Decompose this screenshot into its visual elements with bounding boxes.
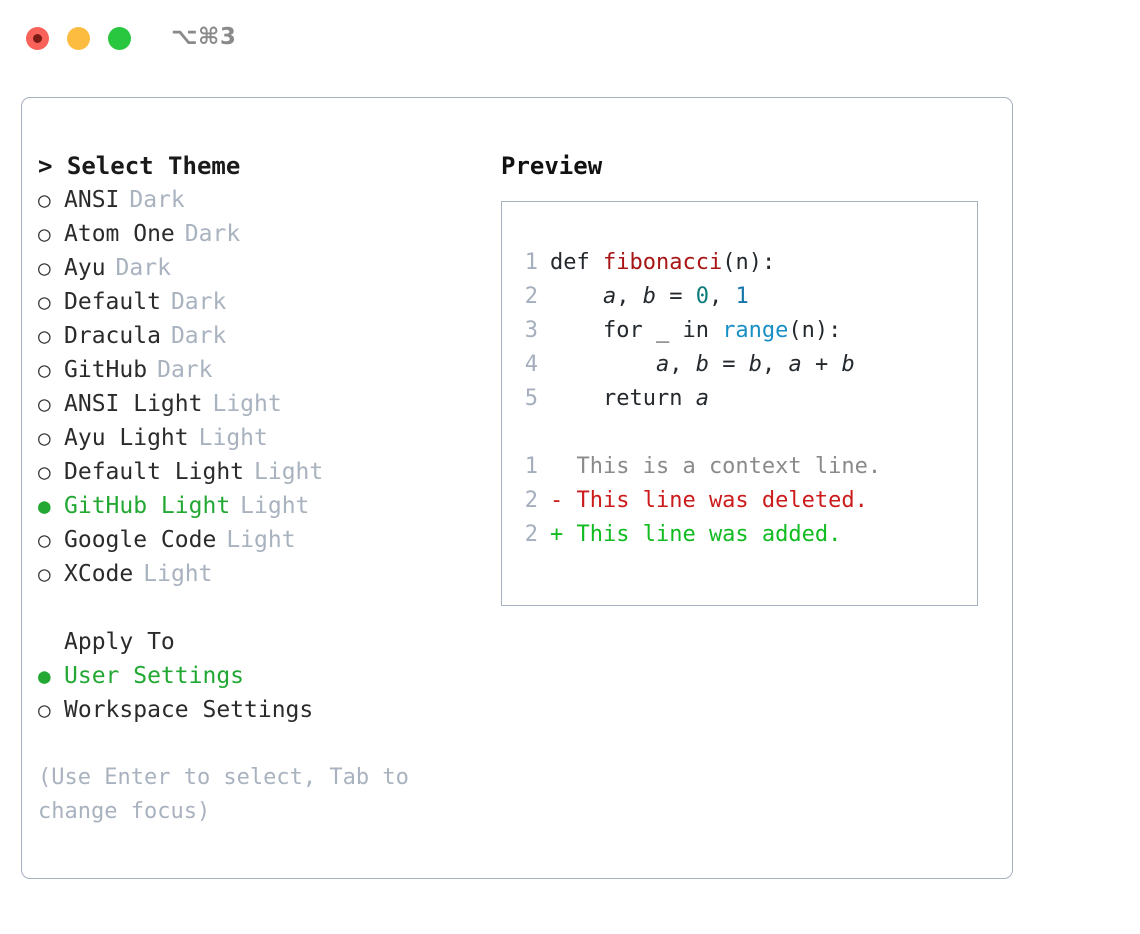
code-line: 1 def fibonacci(n): (502, 246, 977, 280)
theme-option-atom-one[interactable]: ○ Atom One Dark (38, 217, 478, 251)
line-number: 5 (524, 386, 538, 411)
line-number: 2 (524, 488, 538, 513)
theme-option-xcode[interactable]: ○ XCode Light (38, 557, 478, 591)
theme-variant-tag: Dark (115, 255, 171, 281)
theme-option-label: GitHub Light (64, 493, 231, 519)
line-number: 2 (524, 522, 538, 547)
radio-unselected-icon: ○ (38, 698, 51, 722)
theme-option-ayu-light[interactable]: ○ Ayu Light Light (38, 421, 478, 455)
theme-variant-tag: Light (143, 561, 213, 587)
line-number: 2 (524, 284, 538, 309)
theme-option-dracula[interactable]: ○ Dracula Dark (38, 319, 478, 353)
theme-option-label: Ayu (64, 255, 106, 281)
theme-variant-tag: Dark (129, 187, 185, 213)
theme-option-label: GitHub (64, 357, 148, 383)
theme-option-ansi-light[interactable]: ○ ANSI Light Light (38, 387, 478, 421)
diff-line-deleted: 2 - This line was deleted. (502, 484, 977, 518)
apply-to-option-user-settings[interactable]: ● User Settings (38, 659, 478, 693)
radio-unselected-icon: ○ (38, 256, 51, 280)
minimize-window-button[interactable] (67, 27, 90, 50)
line-number: 1 (524, 454, 538, 479)
traffic-lights (26, 27, 131, 50)
radio-unselected-icon: ○ (38, 324, 51, 348)
radio-unselected-icon: ○ (38, 188, 51, 212)
diff-line-added: 2 + This line was added. (502, 518, 977, 552)
theme-option-google-code[interactable]: ○ Google Code Light (38, 523, 478, 557)
theme-option-github[interactable]: ○ GitHub Dark (38, 353, 478, 387)
line-number: 4 (524, 352, 538, 377)
close-window-button[interactable] (26, 27, 49, 50)
theme-option-label: Ayu Light (64, 425, 189, 451)
list-gap (38, 591, 478, 625)
code-line-text: def fibonacci(n): (550, 250, 776, 275)
theme-option-label: Google Code (64, 527, 217, 553)
radio-selected-icon: ● (38, 664, 51, 688)
keyboard-hint-text: (Use Enter to select, Tab to change focu… (38, 765, 409, 824)
keyboard-shortcut-label: ⌥⌘3 (171, 24, 237, 50)
theme-option-label: Default (64, 289, 161, 315)
theme-variant-tag: Light (240, 493, 310, 519)
theme-option-label: XCode (64, 561, 134, 587)
radio-unselected-icon: ○ (38, 358, 51, 382)
code-line-text: a, b = b, a + b (655, 352, 855, 377)
theme-option-default[interactable]: ○ Default Dark (38, 285, 478, 319)
radio-unselected-icon: ○ (38, 460, 51, 484)
apply-to-option-workspace-settings[interactable]: ○ Workspace Settings (38, 693, 478, 727)
code-line-text: for _ in range(n): (550, 318, 842, 343)
apply-to-option-label: Workspace Settings (64, 697, 314, 723)
radio-unselected-icon: ○ (38, 562, 51, 586)
theme-variant-tag: Dark (184, 221, 241, 247)
code-line-text: return a (550, 386, 709, 411)
diff-sample: 1 This is a context line. 2 - This line wa… (502, 450, 977, 552)
line-number: 1 (524, 250, 538, 275)
theme-variant-tag: Dark (170, 289, 227, 315)
radio-selected-icon: ● (38, 494, 51, 518)
apply-to-option-label: User Settings (64, 663, 245, 689)
preview-title: Preview (501, 152, 603, 180)
theme-variant-tag: Dark (157, 357, 213, 383)
radio-unselected-icon: ○ (38, 392, 51, 416)
code-line: 5 return a (502, 382, 977, 416)
zoom-window-button[interactable] (108, 27, 131, 50)
code-line: 2 a, b = 0, 1 (502, 280, 977, 314)
apply-to-list: ● User Settings ○ Workspace Settings (38, 659, 478, 727)
code-diff-gap (502, 416, 977, 450)
radio-unselected-icon: ○ (38, 528, 51, 552)
theme-variant-tag: Light (226, 527, 296, 553)
apply-to-heading: Apply To (64, 629, 175, 655)
theme-variant-tag: Light (254, 459, 324, 485)
theme-option-ayu[interactable]: ○ Ayu Dark (38, 251, 478, 285)
theme-option-label: ANSI Light (64, 391, 203, 417)
theme-option-label: Default Light (64, 459, 245, 485)
line-number: 3 (524, 318, 538, 343)
theme-option-github-light[interactable]: ● GitHub Light Light (38, 489, 478, 523)
hint-gap (38, 727, 478, 761)
diff-line-text: This is a context line. (550, 454, 882, 479)
diff-line-context: 1 This is a context line. (502, 450, 977, 484)
theme-variant-tag: Light (212, 391, 282, 417)
radio-unselected-icon: ○ (38, 426, 51, 450)
theme-option-label: ANSI (64, 187, 120, 213)
title-bar: ⌥⌘3 (0, 0, 1140, 78)
theme-option-label: Atom One (64, 221, 175, 247)
code-line: 4 a, b = b, a + b (502, 348, 977, 382)
radio-unselected-icon: ○ (38, 222, 51, 246)
code-line-text: a, b = 0, 1 (602, 284, 749, 309)
diff-line-text: + This line was added. (550, 522, 842, 547)
diff-line-text: - This line was deleted. (550, 488, 868, 513)
code-line: 3 for _ in range(n): (502, 314, 977, 348)
theme-option-ansi[interactable]: ○ ANSI Dark (38, 183, 478, 217)
theme-option-label: Dracula (64, 323, 161, 349)
theme-variant-tag: Dark (170, 323, 227, 349)
select-theme-heading: > Select Theme (38, 152, 241, 180)
radio-unselected-icon: ○ (38, 290, 51, 314)
theme-option-default-light[interactable]: ○ Default Light Light (38, 455, 478, 489)
theme-variant-tag: Light (198, 425, 268, 451)
